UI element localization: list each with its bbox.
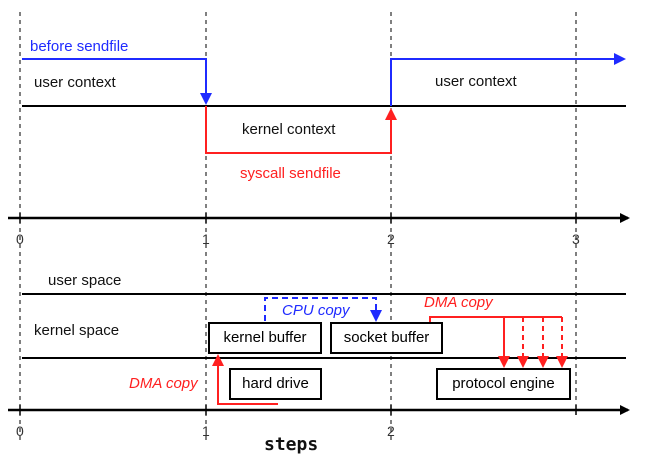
return-flow xyxy=(390,53,626,106)
cpu-copy-label: CPU copy xyxy=(282,302,350,319)
steps-axis-title: steps xyxy=(264,434,319,455)
protocol-engine-box: protocol engine xyxy=(436,368,571,400)
kernel-buffer-box: kernel buffer xyxy=(208,322,322,354)
top-tick-1: 1 xyxy=(202,231,210,247)
dma-copy-right-label: DMA copy xyxy=(424,294,493,311)
socket-buffer-box: socket buffer xyxy=(330,322,443,354)
dma-copy-left-arrow xyxy=(212,354,278,405)
syscall-flow xyxy=(205,106,397,154)
bottom-tick-1: 1 xyxy=(202,423,210,439)
kernel-space-label: kernel space xyxy=(34,322,120,339)
bottom-tick-0: 0 xyxy=(16,423,24,439)
user-context-right-label: user context xyxy=(435,73,517,90)
user-space-label: user space xyxy=(48,272,122,289)
before-sendfile-flow xyxy=(22,58,212,105)
user-context-left-label: user context xyxy=(34,74,116,91)
top-tick-3: 3 xyxy=(572,231,580,247)
hard-drive-box: hard drive xyxy=(229,368,322,400)
top-tick-0: 0 xyxy=(16,231,24,247)
syscall-sendfile-label: syscall sendfile xyxy=(240,165,341,182)
kernel-context-label: kernel context xyxy=(242,121,336,138)
top-tick-2: 2 xyxy=(387,231,395,247)
cpu-copy-arrow xyxy=(264,297,382,322)
before-sendfile-label: before sendfile xyxy=(30,38,129,55)
dma-copy-left-label: DMA copy xyxy=(129,375,198,392)
bottom-tick-2: 2 xyxy=(387,423,395,439)
